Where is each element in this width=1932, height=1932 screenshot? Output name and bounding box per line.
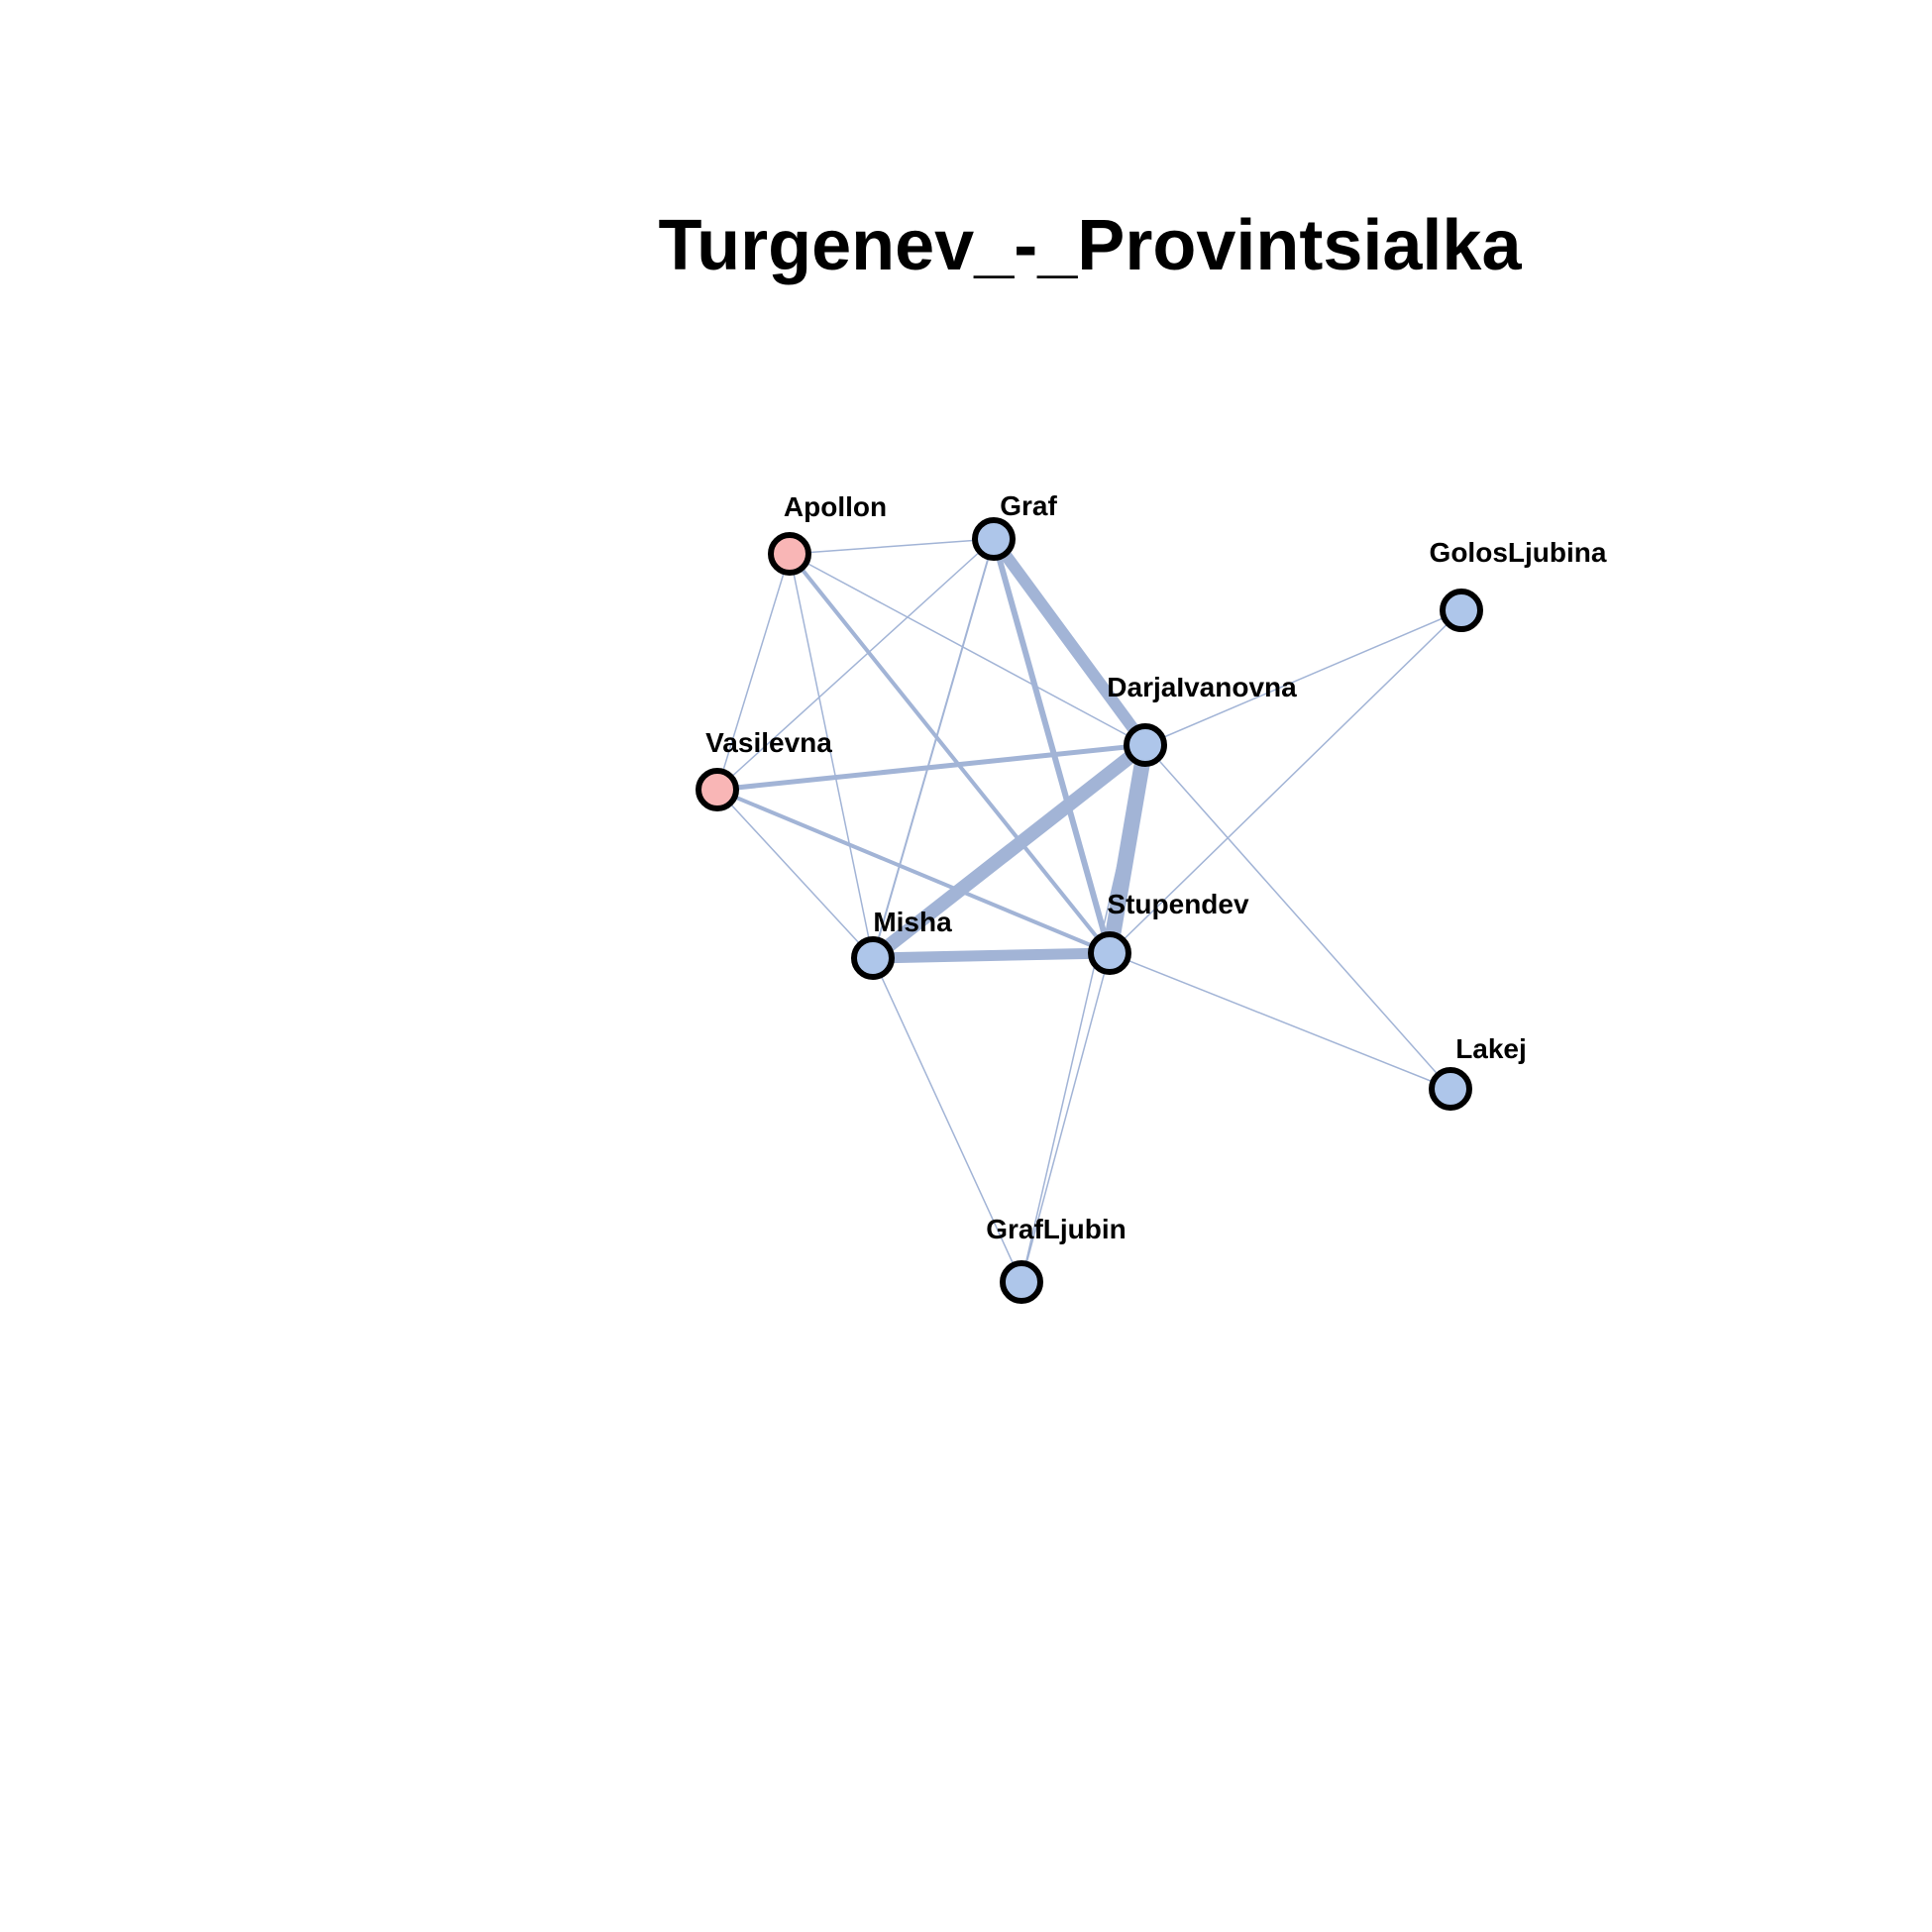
edge-darjaivanovna-misha (868, 739, 1150, 964)
node-misha[interactable] (851, 936, 895, 980)
edge-apollon-stupendev (788, 552, 1112, 955)
edge-darjaivanovna-grafljubin (1020, 744, 1146, 1283)
node-label-graf: Graf (1000, 490, 1057, 521)
edge-apollon-misha (789, 553, 874, 959)
edges-layer (716, 535, 1462, 1283)
edge-darjaivanovna-golosljubina (1144, 609, 1462, 746)
edge-darjaivanovna-lakej (1144, 744, 1451, 1090)
node-label-vasilevna: Vasilevna (705, 727, 832, 758)
edge-graf-stupendev (991, 538, 1113, 954)
node-grafljubin[interactable] (1000, 1260, 1043, 1304)
node-vasilevna[interactable] (696, 768, 739, 811)
node-label-darjaivanovna: DarjaIvanovna (1107, 672, 1297, 702)
edge-apollon-graf (789, 538, 995, 555)
edge-darjaivanovna-stupendev (1102, 743, 1153, 955)
node-darjaivanovna[interactable] (1124, 723, 1167, 767)
node-label-grafljubin: GrafLjubin (986, 1214, 1127, 1244)
edge-stupendev-golosljubina (1109, 609, 1462, 954)
labels-layer: Apollon GrafGolosLjubinaDarjaIvanovnaVasi… (705, 490, 1607, 1244)
node-label-lakej: Lakej (1455, 1033, 1527, 1064)
node-graf[interactable] (972, 517, 1016, 561)
node-label-apollon: Apollon (784, 491, 887, 522)
node-apollon[interactable] (768, 532, 811, 576)
edge-apollon-darjaivanovna (789, 553, 1146, 746)
edge-misha-grafljubin (872, 957, 1022, 1283)
edge-graf-misha (872, 538, 995, 959)
node-label-stupendev: Stupendev (1107, 889, 1249, 919)
edge-graf-vasilevna (716, 538, 995, 791)
node-stupendev[interactable] (1088, 931, 1131, 975)
node-label-misha: Misha (873, 907, 952, 937)
graph-title: Turgenev_-_Provintsialka (659, 206, 1523, 285)
edge-misha-stupendev (872, 947, 1111, 964)
node-golosljubina[interactable] (1440, 589, 1483, 632)
node-lakej[interactable] (1429, 1067, 1472, 1111)
edge-apollon-vasilevna (716, 553, 791, 791)
node-label-golosljubina: GolosLjubina (1430, 537, 1607, 568)
edge-vasilevna-darjaivanovna (716, 742, 1146, 793)
edge-vasilevna-misha (716, 789, 874, 959)
edge-vasilevna-stupendev (716, 788, 1111, 955)
nodes-layer (696, 517, 1483, 1304)
edge-graf-darjaivanovna (989, 535, 1150, 749)
edge-stupendev-grafljubin (1020, 952, 1111, 1283)
edge-stupendev-lakej (1109, 952, 1451, 1090)
